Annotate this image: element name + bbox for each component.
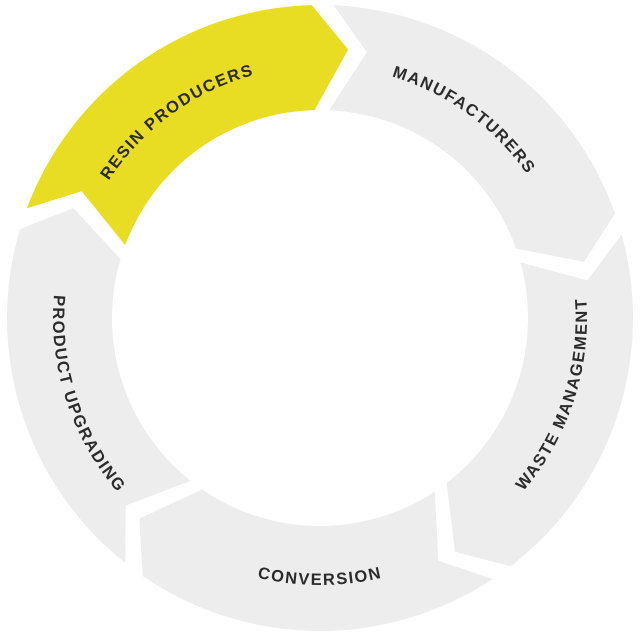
segment-conversion <box>139 489 493 632</box>
segment-resin-producers <box>26 5 349 246</box>
segment-product-upgrading <box>6 208 191 563</box>
segment-waste-management <box>446 234 634 567</box>
segment-manufacturers <box>329 5 616 262</box>
